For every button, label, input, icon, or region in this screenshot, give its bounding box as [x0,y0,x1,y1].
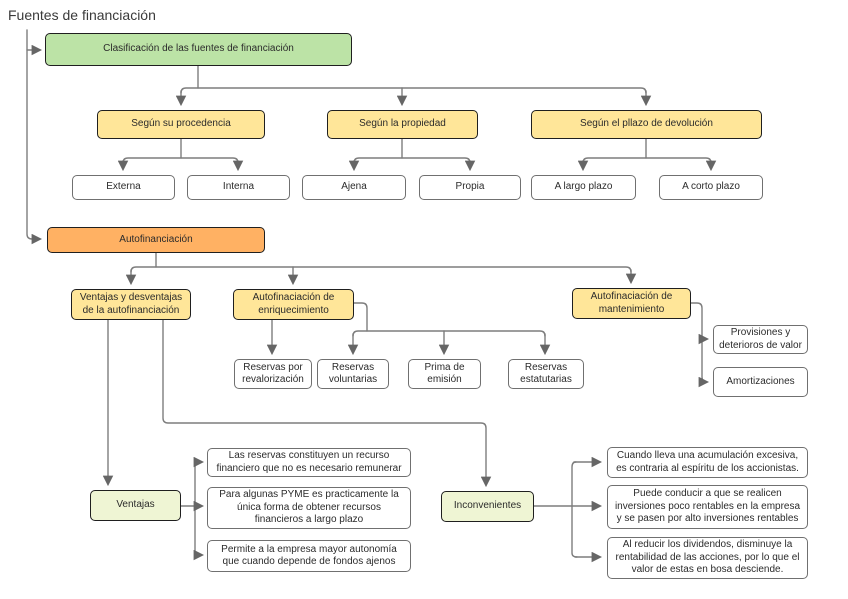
node-mantenimiento: Autofinaciación de mantenimiento [572,288,691,319]
node-segun-procedencia: Según su procedencia [97,110,265,139]
node-a-corto-plazo: A corto plazo [659,175,763,200]
diagram-title: Fuentes de financiación [8,7,156,23]
node-inconvenientes: Inconvenientes [441,491,534,522]
node-ventajas: Ventajas [90,490,181,521]
connector-line [122,157,239,164]
node-amortizaciones: Amortizaciones [713,367,808,397]
node-inconveniente-3: Al reducir los dividendos, disminuye la … [607,537,808,579]
node-a-largo-plazo: A largo plazo [531,175,636,200]
node-ajena: Ajena [302,175,406,200]
connector-line [353,157,471,164]
node-segun-propiedad: Según la propiedad [327,110,478,139]
node-ventajas-desventajas: Ventajas y desventajas de la autofinanci… [71,289,191,320]
connector-line [194,461,200,556]
node-inconveniente-2: Puede conducir a que se realicen inversi… [607,485,808,529]
node-interna: Interna [187,175,290,200]
node-propia: Propia [419,175,521,200]
node-ventaja-2: Para algunas PYME es practicamente la ún… [207,487,411,529]
node-segun-plazo: Según el pllazo de devolución [531,110,762,139]
connector-line [352,330,546,337]
node-ventaja-1: Las reservas constituyen un recurso fina… [207,448,411,477]
node-ventaja-3: Permite a la empresa mayor autonomía que… [207,540,411,572]
connector-line [180,87,647,94]
node-provisiones: Provisiones y deterioros de valor [713,325,808,354]
node-reservas-revalorizacion: Reservas por revalorización [234,359,312,389]
connector-line [571,461,578,558]
connector-line [582,157,712,164]
connector-line [26,29,43,245]
node-clasificacion: Clasificación de las fuentes de financia… [45,33,352,66]
node-externa: Externa [72,175,175,200]
connector-line [130,266,632,273]
connector-arrow [690,302,710,388]
node-reservas-estatutarias: Reservas estatutarias [508,359,584,389]
node-autofinanciacion: Autofinanciación [47,227,265,253]
node-reservas-voluntarias: Reservas voluntarias [317,359,389,389]
node-enriquecimiento: Autofinaciación de enriquecimiento [233,289,354,320]
node-prima-emision: Prima de emisión [408,359,481,389]
connector-line [353,302,368,332]
node-inconveniente-1: Cuando lleva una acumulación excesiva, e… [607,447,808,478]
